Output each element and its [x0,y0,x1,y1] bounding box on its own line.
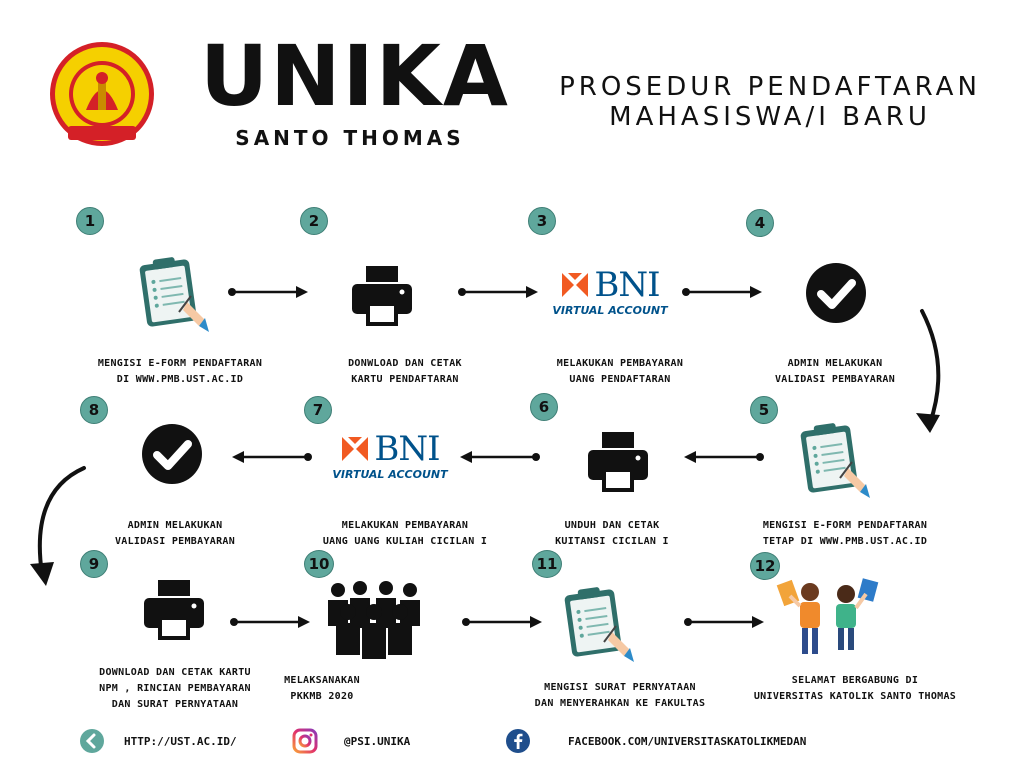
step-6-badge: 6 [530,393,558,421]
step-9-label-line3: DAN SURAT PERNYATAAN [111,699,239,710]
step-8-badge: 8 [80,396,108,424]
step-3-label-line1: MELAKUKAN PEMBAYARAN [556,358,684,369]
bni-name: BNI [594,265,660,305]
step-10-label-line2: PKKMB 2020 [290,691,354,702]
step-4-label: ADMIN MELAKUKAN VALIDASI PEMBAYARAN [735,356,935,388]
step-12-label-line1: SELAMAT BERGABUNG DI [791,675,919,686]
step-3-label: MELAKUKAN PEMBAYARAN UANG PENDAFTARAN [520,356,720,388]
arrow-right-icon [228,286,308,298]
step-5-label: MENGISI E-FORM PENDAFTARAN TETAP DI WWW.… [735,518,955,550]
facebook-link[interactable]: FACEBOOK.COM/UNIVERSITASKATOLIKMEDAN [568,734,807,748]
instagram-handle[interactable]: @PSI.UNIKA [344,734,411,748]
students-icon [776,578,879,654]
step-4-label-line2: VALIDASI PEMBAYARAN [774,374,896,385]
step-9-label-line1: DOWNLOAD DAN CETAK KARTU [99,667,251,678]
brand-subtitle: SANTO THOMAS [235,126,465,150]
bni-emblem-icon [562,273,589,297]
step-9-label-line2: NPM , RINCIAN PEMBAYARAN [99,683,251,694]
clipboard-icon [563,585,635,663]
step-12-label: SELAMAT BERGABUNG DI UNIVERSITAS KATOLIK… [740,673,970,705]
step-6-label: UNDUH DAN CETAK KUITANSI CICILAN I [512,518,712,550]
step-9-label: DOWNLOAD DAN CETAK KARTU NPM , RINCIAN P… [65,665,285,713]
document-title-line1: PROSEDUR PENDAFTARAN [559,72,981,102]
step-4-label-line1: ADMIN MELAKUKAN [787,358,883,369]
step-2-label-line2: KARTU PENDAFTARAN [351,374,459,385]
arrow-right-icon [458,286,538,298]
clipboard-icon [799,421,871,499]
arrow-left-icon [460,451,540,463]
printer-icon [144,580,204,640]
step-11-label-line1: MENGISI SURAT PERNYATAAN [544,682,696,693]
bni-logo: BNI VIRTUAL ACCOUNT [550,268,670,317]
bni-virtual-account: VIRTUAL ACCOUNT [332,468,448,481]
step-5-label-line2: TETAP DI WWW.PMB.UST.AC.ID [762,536,928,547]
step-11-badge: 11 [532,550,562,578]
step-8-label: ADMIN MELAKUKAN VALIDASI PEMBAYARAN [75,518,275,550]
step-7-label-line2: UANG UANG KULIAH CICILAN I [322,536,488,547]
step-5-label-line1: MENGISI E-FORM PENDAFTARAN [762,520,928,531]
checkmark-icon [804,261,868,325]
step-10-label: MELAKSANAKAN PKKMB 2020 [262,673,382,705]
bni-name: BNI [374,429,440,469]
step-8-label-line2: VALIDASI PEMBAYARAN [114,536,236,547]
step-2-badge: 2 [300,207,328,235]
step-12-badge: 12 [750,552,780,580]
step-3-label-line2: UANG PENDAFTARAN [569,374,671,385]
step-7-badge: 7 [304,396,332,424]
step-12-label-line2: UNIVERSITAS KATOLIK SANTO THOMAS [753,691,957,702]
curved-arrow-down-icon [30,466,86,586]
university-logo [48,40,156,148]
facebook-icon [506,729,530,753]
website-link[interactable]: HTTP://UST.AC.ID/ [124,734,237,748]
step-6-label-line2: KUITANSI CICILAN I [555,536,669,547]
step-10-label-line1: MELAKSANAKAN [284,675,360,686]
footer-instagram[interactable]: @PSI.UNIKA [292,728,410,754]
step-11-label-line2: DAN MENYERAHKAN KE FAKULTAS [534,698,706,709]
arrow-left-icon [684,451,764,463]
step-10-badge: 10 [304,550,334,578]
printer-icon [588,432,648,492]
chevron-left-icon [80,729,104,753]
arrow-right-icon [462,616,542,628]
step-5-badge: 5 [750,396,778,424]
footer-website[interactable]: HTTP://UST.AC.ID/ [80,728,237,754]
clipboard-icon [138,255,210,333]
arrow-right-icon [230,616,310,628]
step-1-label: MENGISI E-FORM PENDAFTARAN DI WWW.PMB.US… [80,356,280,388]
instagram-icon [292,728,318,754]
document-title: PROSEDUR PENDAFTARAN MAHASISWA/I BARU [545,72,995,132]
step-2-label: DONWLOAD DAN CETAK KARTU PENDAFTARAN [305,356,505,388]
brand-block: UNIKA SANTO THOMAS [200,27,510,150]
step-8-label-line1: ADMIN MELAKUKAN [127,520,223,531]
step-1-label-line1: MENGISI E-FORM PENDAFTARAN [97,358,263,369]
step-1-badge: 1 [76,207,104,235]
step-11-label: MENGISI SURAT PERNYATAAN DAN MENYERAHKAN… [520,680,720,712]
step-2-label-line1: DONWLOAD DAN CETAK [348,358,462,369]
step-7-label-line1: MELAKUKAN PEMBAYARAN [341,520,469,531]
arrow-right-icon [682,286,762,298]
brand-title: UNIKA [200,27,510,125]
printer-icon [352,266,412,326]
step-7-label: MELAKUKAN PEMBAYARAN UANG UANG KULIAH CI… [300,518,510,550]
step-9-badge: 9 [80,550,108,578]
checkmark-icon [140,422,204,486]
step-3-badge: 3 [528,207,556,235]
arrow-left-icon [232,451,312,463]
crowd-icon [328,581,420,659]
bni-logo: BNI VIRTUAL ACCOUNT [330,432,450,481]
step-6-label-line1: UNDUH DAN CETAK [564,520,660,531]
bni-emblem-icon [342,437,369,461]
arrow-right-icon [684,616,764,628]
step-4-badge: 4 [746,209,774,237]
bni-virtual-account: VIRTUAL ACCOUNT [552,304,668,317]
footer-facebook[interactable]: FACEBOOK.COM/UNIVERSITASKATOLIKMEDAN [506,728,806,754]
step-1-label-line2: DI WWW.PMB.UST.AC.ID [116,374,244,385]
document-title-line2: MAHASISWA/I BARU [609,102,931,132]
curved-arrow-down-icon [916,309,941,433]
